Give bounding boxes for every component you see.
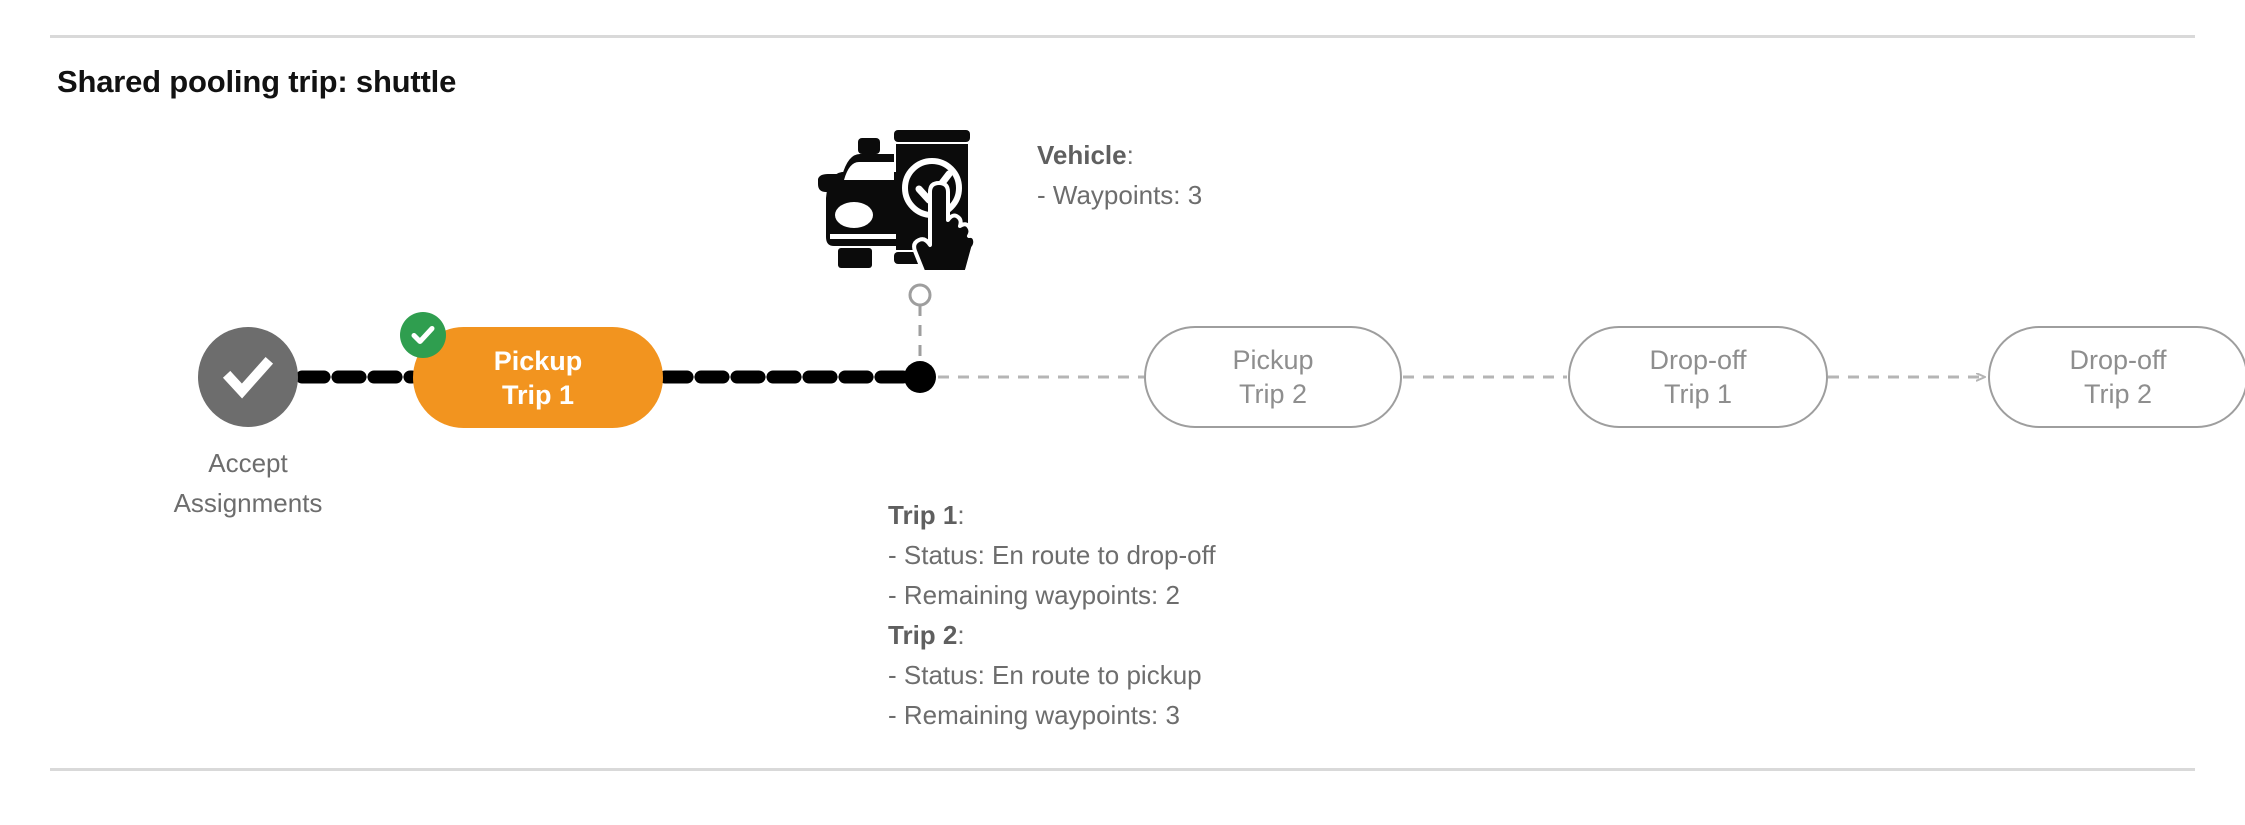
start-node-label-line1: Accept	[208, 448, 288, 478]
vehicle-annotation: Vehicle: - Waypoints: 3	[1037, 135, 1202, 215]
flow-node-label-line2: Trip 2	[1238, 379, 1307, 409]
vehicle-annotation-heading: Vehicle:	[1037, 135, 1202, 175]
trip-annotation: Trip 1: - Status: En route to drop-off -…	[888, 495, 1216, 735]
flow-node-label-line2: Trip 2	[2083, 379, 2152, 409]
trip-1-status-row: - Status: En route to drop-off	[888, 540, 1216, 570]
divider-top	[50, 35, 2195, 38]
check-circle-icon	[217, 346, 279, 408]
flow-node-dropoff-trip-2[interactable]: Drop-off Trip 2	[1988, 326, 2245, 428]
trip-2-heading-text: Trip 2	[888, 620, 958, 650]
flow-node-label-line1: Drop-off	[2069, 345, 2167, 375]
flow-node-label-line2: Trip 1	[1663, 379, 1732, 409]
flow-node-label-line1: Pickup	[1232, 345, 1314, 375]
flow-node-pickup-trip-1[interactable]: Pickup Trip 1	[413, 327, 663, 428]
flow-node-pickup-trip-2[interactable]: Pickup Trip 2	[1144, 326, 1402, 428]
flow-node-label-line2: Trip 1	[501, 379, 575, 410]
flow-node-label-line1: Drop-off	[1649, 345, 1747, 375]
start-node-accept-assignments[interactable]	[198, 327, 298, 427]
divider-bottom	[50, 768, 2195, 771]
trip-1-heading: Trip 1:	[888, 495, 1216, 535]
trip-2-status-row: - Status: En route to pickup	[888, 660, 1202, 690]
page-title: Shared pooling trip: shuttle	[57, 64, 457, 99]
flow-node-dropoff-trip-1[interactable]: Drop-off Trip 1	[1568, 326, 1828, 428]
car-phone-check-icon	[818, 122, 976, 270]
trip-1-heading-suffix: :	[957, 500, 965, 530]
waypoint-circle-marker	[908, 283, 932, 307]
trip-1-waypoints-row: - Remaining waypoints: 2	[888, 580, 1180, 610]
flow-node-label-line1: Pickup	[493, 345, 583, 376]
trip-1-heading-text: Trip 1	[888, 500, 958, 530]
check-icon	[408, 320, 438, 350]
vehicle-annotation-row: - Waypoints: 3	[1037, 180, 1203, 210]
trip-2-heading: Trip 2:	[888, 615, 1216, 655]
vehicle-position-dot	[904, 361, 936, 393]
status-badge-completed-pickup-trip-1	[400, 312, 446, 358]
vehicle-annotation-heading-suffix: :	[1126, 140, 1134, 170]
start-node-label-line2: Assignments	[173, 488, 323, 518]
trip-2-waypoints-row: - Remaining waypoints: 3	[888, 700, 1180, 730]
trip-2-heading-suffix: :	[957, 620, 965, 650]
vehicle-annotation-heading-text: Vehicle	[1037, 140, 1127, 170]
